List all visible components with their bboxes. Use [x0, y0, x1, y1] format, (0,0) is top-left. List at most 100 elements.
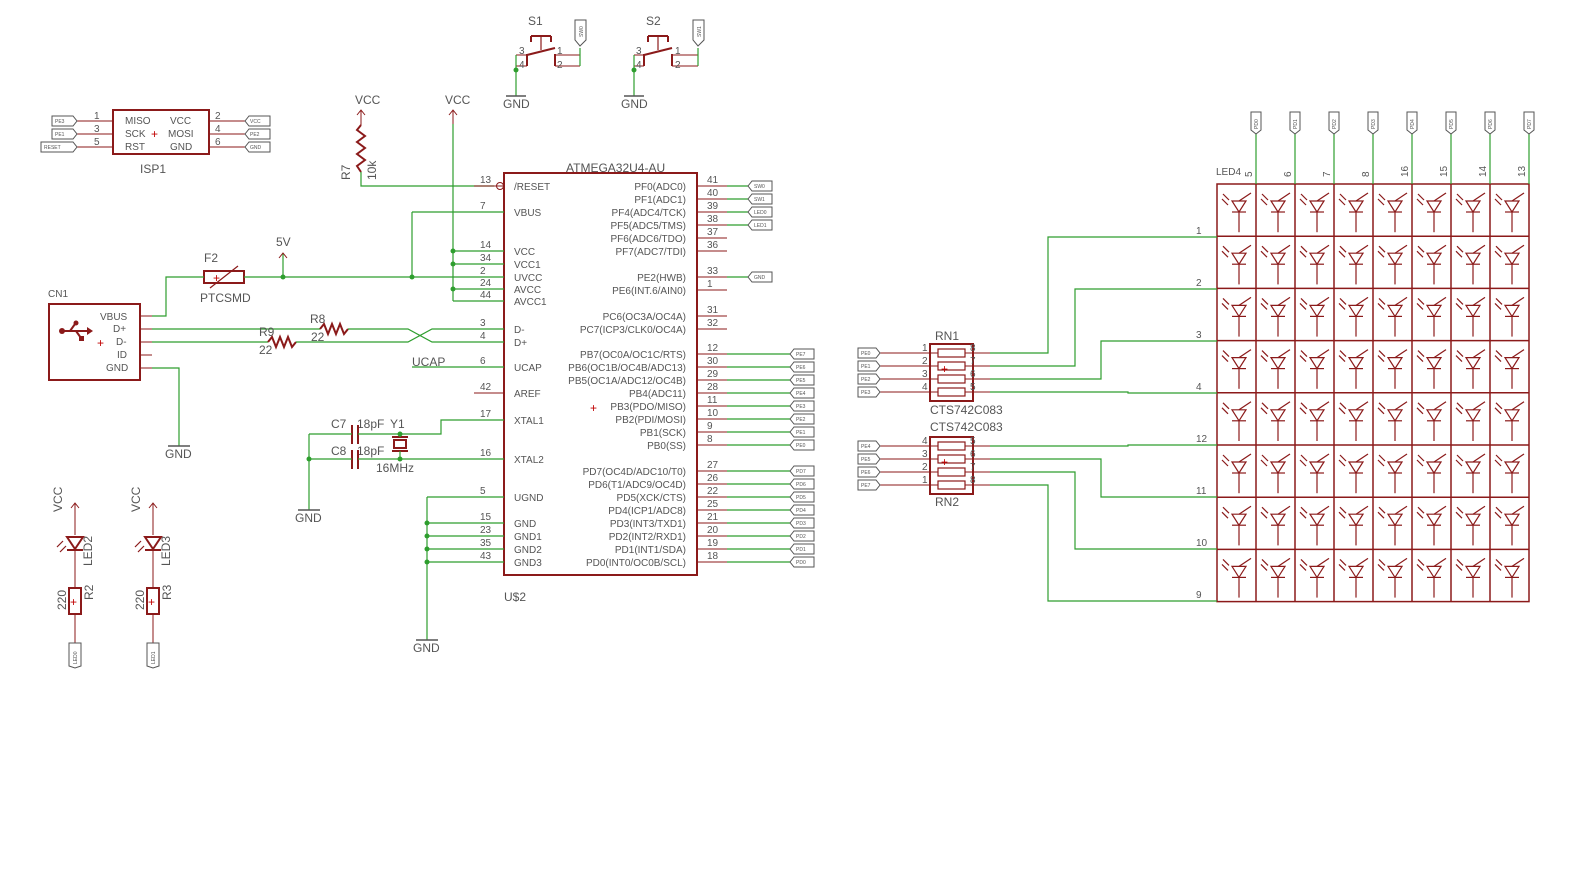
- matrix-row-pin: 2: [1196, 278, 1202, 289]
- mcu-part: ATMEGA32U4-AU: [566, 161, 665, 175]
- mcu-right-pin-num: 41: [707, 175, 719, 186]
- mcu-left-pin-num: 34: [480, 253, 492, 264]
- mcu-net-tag: SW0: [754, 184, 765, 190]
- mcu-right-pin-num: 31: [707, 305, 719, 316]
- rn-left-pin: 4: [922, 382, 928, 393]
- mcu-left-pin-num: 5: [480, 486, 486, 497]
- mcu-right-pin-name: PB5(OC1A/ADC12/OC4B): [568, 376, 686, 387]
- mcu-left-pin-num: 14: [480, 240, 492, 251]
- mcu-right-pins: 41PF0(ADC0)SW040PF1(ADC1)SW139PF4(ADC4/T…: [568, 175, 815, 569]
- rn-in-net: PE5: [861, 457, 871, 463]
- mcu-left-pin-name: GND1: [514, 532, 542, 543]
- status-led-3: VCC LED3 + 220 R3 LED1: [129, 486, 174, 669]
- s1-pin1: 1: [557, 46, 563, 57]
- ucap-label: UCAP: [412, 355, 445, 369]
- led-matrix: LED4 PD05PD16PD27PD38PD416PD515PD614PD71…: [990, 111, 1535, 603]
- rn-in-net: PE6: [861, 470, 871, 476]
- mcu-net-tag: PD4: [796, 508, 806, 514]
- mcu-left-pin-num: 35: [480, 538, 492, 549]
- mcu-net-tag: PD1: [796, 547, 806, 553]
- rn-part: CTS742C083: [930, 403, 1003, 417]
- rn-left-pin: 2: [922, 462, 928, 473]
- c8-ref: C8: [331, 444, 347, 458]
- mcu-net-tag: GND: [754, 275, 766, 281]
- rn-right-pin: 6: [970, 449, 976, 460]
- s2-pin4: 4: [636, 60, 642, 71]
- vcc-label-main: VCC: [445, 93, 471, 107]
- mcu-right-pin-num: 20: [707, 525, 719, 536]
- rn-in-net: PE7: [861, 483, 871, 489]
- fuse-net-5v: 5V: [276, 235, 291, 249]
- mcu-right-pin-name: PD5(XCK/CTS): [617, 493, 686, 504]
- mcu-right-pin-name: PD4(ICP1/ADC8): [608, 506, 686, 517]
- matrix-col-net: PD5: [1449, 119, 1455, 129]
- isp-pin4-num: 4: [215, 124, 221, 135]
- mcu-net-tag: LED0: [754, 210, 767, 216]
- mcu-net-tag: PE2: [796, 417, 806, 423]
- r7-ref: R7: [339, 164, 353, 180]
- crystal-gnd: GND: [295, 511, 322, 525]
- mcu-left-pin-num: 24: [480, 278, 492, 289]
- mcu-left-pin-num: 2: [480, 266, 486, 277]
- mcu-net-tag: PD5: [796, 495, 806, 501]
- mcu-right-pin-name: PB2(PDI/MOSI): [615, 415, 686, 426]
- usb-connector: CN1 VBUS D+ D- ID GND + GND: [48, 289, 192, 461]
- s1-pin4: 4: [519, 60, 525, 71]
- rn-left-pin: 3: [922, 369, 928, 380]
- rn-right-pin: 7: [970, 356, 976, 367]
- mcu-atmega32u4: ATMEGA32U4-AU U$2 13/RESET7VBUS14VCC34VC…: [474, 161, 815, 604]
- mcu-right-pin-name: PD2(INT2/RXD1): [609, 532, 686, 543]
- mcu-left-pin-num: 6: [480, 356, 486, 367]
- mcu-left-pin-name: AVCC: [514, 285, 541, 296]
- rn-left-pin: 3: [922, 449, 928, 460]
- isp-net-vcc: VCC: [250, 119, 261, 125]
- isp-ref: ISP1: [140, 162, 166, 176]
- crystal-circuit: C7 18pF C8 18pF Y1 16MHz GND: [295, 417, 504, 525]
- isp-net-pe1: PE1: [55, 132, 65, 138]
- mcu-gnd: GND: [413, 641, 440, 655]
- r8-ref: R8: [310, 312, 326, 326]
- mcu-left-pin-name: D-: [514, 325, 525, 336]
- mcu-left-pin-num: 44: [480, 290, 492, 301]
- mcu-left-pin-name: AVCC1: [514, 297, 547, 308]
- matrix-col-pin: 15: [1439, 165, 1450, 177]
- fuse-value: PTCSMD: [200, 291, 251, 305]
- mcu-net-tag: LED1: [754, 223, 767, 229]
- mcu-net-tag: PE5: [796, 378, 806, 384]
- r7-value: 10k: [365, 160, 379, 180]
- mcu-right-pin-num: 32: [707, 318, 719, 329]
- led2-ref: LED2: [81, 536, 95, 566]
- matrix-col-net: PD4: [1410, 119, 1416, 129]
- mcu-left-pin-num: 42: [480, 382, 492, 393]
- mcu-right-pin-name: PF4(ADC4/TCK): [612, 208, 686, 219]
- rn-in-net: PE0: [861, 351, 871, 357]
- mcu-left-pin-name: GND2: [514, 545, 542, 556]
- matrix-col-net: PD2: [1332, 119, 1338, 129]
- mcu-right-pin-num: 27: [707, 460, 719, 471]
- led3-ref: LED3: [159, 536, 173, 566]
- mcu-left-pin-num: 15: [480, 512, 492, 523]
- mcu-right-pin-num: 26: [707, 473, 719, 484]
- mcu-right-pin-name: PF0(ADC0): [634, 182, 686, 193]
- isp-net-pe2: PE2: [250, 132, 260, 138]
- matrix-col-pin: 16: [1400, 165, 1411, 177]
- matrix-col-pin: 7: [1322, 171, 1333, 177]
- mcu-right-pin-name: PE2(HWB): [637, 273, 686, 284]
- mcu-right-pin-num: 9: [707, 421, 713, 432]
- mcu-right-pin-num: 19: [707, 538, 719, 549]
- isp-pin3-num: 3: [94, 124, 100, 135]
- usb-pin-gnd: GND: [106, 363, 128, 374]
- mcu-net-tag: SW1: [754, 197, 765, 203]
- isp-header: MISO SCK RST VCC MOSI GND + ISP1 1 3 5 2…: [40, 109, 271, 176]
- mcu-left-pin-num: 13: [480, 175, 492, 186]
- mcu-left-pin-name: D+: [514, 338, 527, 349]
- mcu-right-pin-num: 36: [707, 240, 719, 251]
- usb-pin-dm: D-: [116, 337, 127, 348]
- matrix-col-pin: 5: [1244, 171, 1255, 177]
- isp-pin6-num: 6: [215, 137, 221, 148]
- s1-net: SW0: [579, 26, 585, 37]
- matrix-col-pin: 14: [1478, 165, 1489, 177]
- mcu-right-pin-num: 22: [707, 486, 719, 497]
